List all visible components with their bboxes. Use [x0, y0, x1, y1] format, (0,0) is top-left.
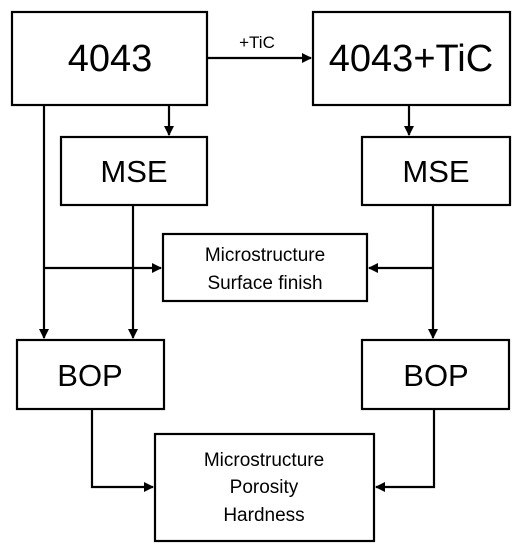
node-bop-right-label: BOP [403, 358, 468, 393]
node-microstructure-surface-line-1: Microstructure [205, 245, 325, 266]
arrow-bop-right-to-final-box [375, 409, 436, 492]
node-4043-label: 4043 [68, 38, 153, 80]
node-4043-box [10, 10, 209, 107]
node-bop-right-box [360, 338, 511, 411]
node-final-line-1: Microstructure [204, 450, 324, 471]
node-final-line-2: Porosity [230, 477, 299, 498]
node-bop-left-label: BOP [57, 358, 122, 393]
node-microstructure-porosity-hardness-box [153, 432, 376, 543]
arrow-bop-left-to-final-box [90, 409, 154, 492]
node-mse-right-label: MSE [402, 154, 469, 189]
node-mse-right-box [360, 135, 512, 207]
node-microstructure-surface-line-2: Surface finish [207, 273, 322, 294]
node-mse-left-label: MSE [100, 154, 167, 189]
edge-add-tic-label: +TiC [239, 33, 275, 52]
node-final-line-3: Hardness [223, 505, 304, 526]
node-4043-tic-label: 4043+TiC [329, 38, 493, 80]
node-4043-tic-box [311, 10, 512, 107]
node-microstructure-surface-box [161, 232, 369, 303]
node-bop-left-box [15, 338, 166, 411]
